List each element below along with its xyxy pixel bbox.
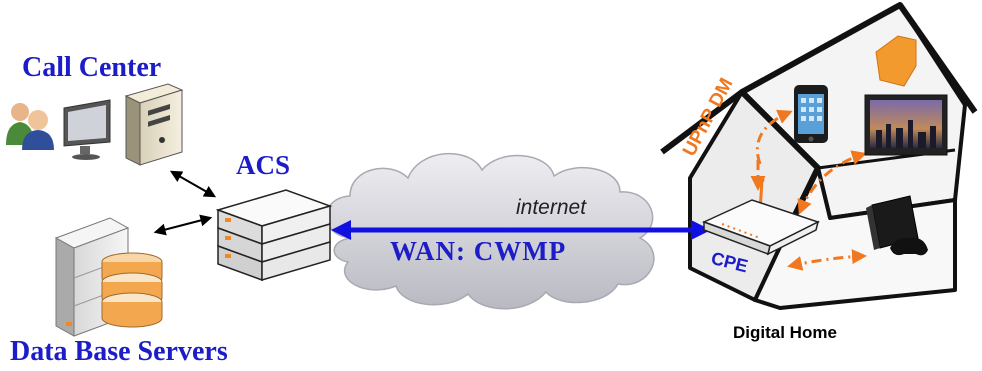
upnp-arrows <box>750 109 867 271</box>
data-base-servers-label: Data Base Servers <box>10 336 228 367</box>
tv-icon <box>864 94 948 156</box>
pc-tower-icon <box>124 83 184 166</box>
call-center-acs-connector <box>169 170 217 198</box>
smoke-detector-icon <box>875 35 917 87</box>
house-icon <box>660 2 978 310</box>
call-center-label: Call Center <box>22 52 162 83</box>
db-acs-connector <box>153 214 213 236</box>
acs-label: ACS <box>236 150 291 180</box>
smartphone-icon <box>794 85 828 143</box>
cpe-router-icon <box>702 177 820 256</box>
monitor-icon <box>63 99 111 160</box>
internet-label: internet <box>516 196 587 219</box>
wan-cwmp-label: WAN: CWMP <box>390 236 567 266</box>
acs-server-icon <box>215 189 333 282</box>
users-icon <box>6 103 54 150</box>
digital-home-label: Digital Home <box>733 323 837 342</box>
database-server-icon <box>54 217 163 337</box>
game-console-icon <box>866 195 928 256</box>
